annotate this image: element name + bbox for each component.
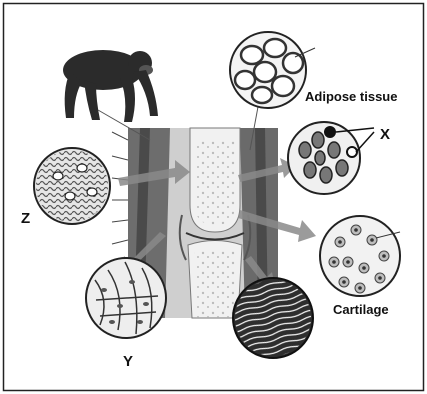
bone-tissue-circle-y bbox=[86, 258, 166, 338]
adipose-tissue-label: Adipose tissue bbox=[305, 89, 397, 104]
label-x: X bbox=[380, 126, 390, 143]
cartilage-tissue-circle bbox=[320, 216, 400, 296]
muscle-tissue-circle bbox=[233, 278, 313, 358]
label-z: Z bbox=[21, 210, 30, 227]
cartilage-label: Cartilage bbox=[333, 302, 389, 317]
connective-tissue-circle-z bbox=[34, 148, 110, 224]
label-y: Y bbox=[123, 353, 133, 370]
